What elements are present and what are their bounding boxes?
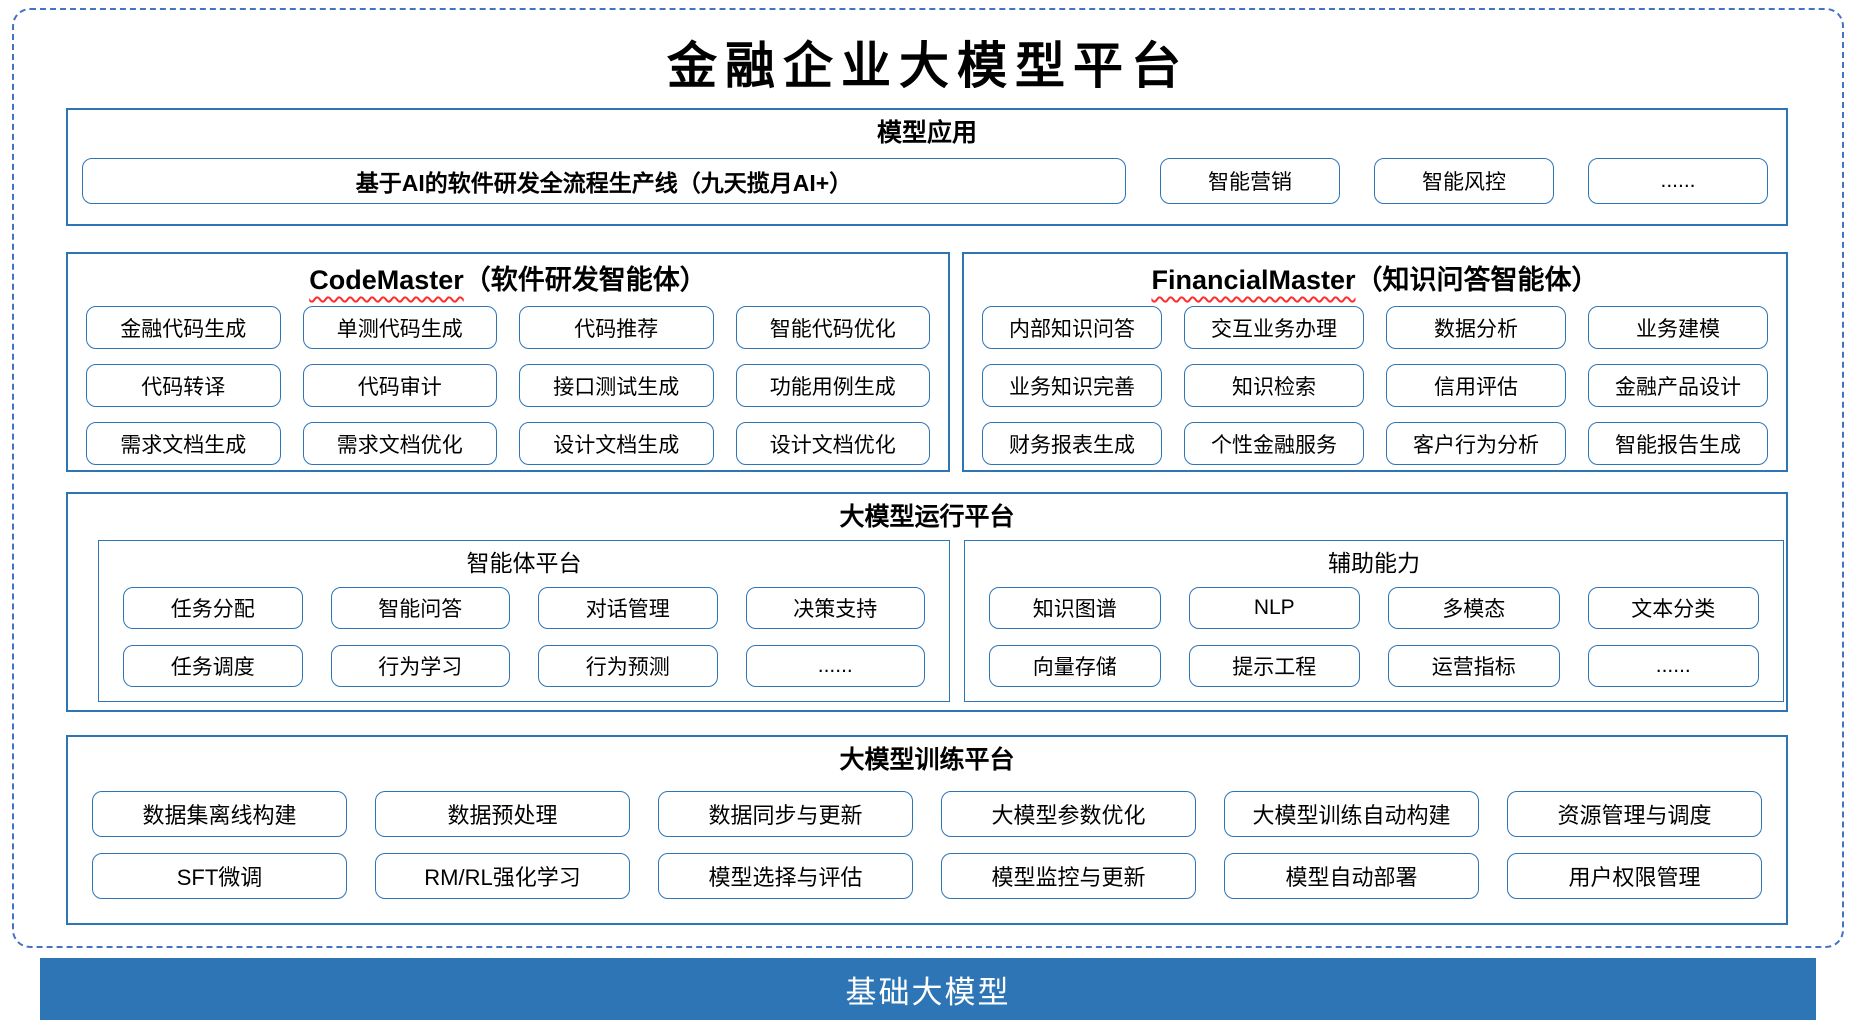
capability-box: 运营指标 [1388,645,1560,687]
model-applications-row: 基于AI的软件研发全流程生产线（九天揽月AI+） 智能营销 智能风控 .....… [68,150,1786,204]
runtime-platform-header: 大模型运行平台 [839,503,1015,531]
app-box: 智能营销 [1160,158,1340,204]
capability-box: 大模型参数优化 [941,791,1196,837]
capability-box: 财务报表生成 [982,422,1162,465]
capability-box: 大模型训练自动构建 [1224,791,1479,837]
capability-box: 业务建模 [1588,306,1768,349]
capability-box: 代码审计 [302,364,497,407]
auxiliary-capability-header: 辅助能力 [1328,550,1420,576]
capability-box: 文本分类 [1587,587,1759,629]
app-box: ...... [1588,158,1768,204]
section-runtime-platform: 大模型运行平台 智能体平台 任务分配 智能问答 对话管理 决策支持 任务调度 行… [66,492,1788,712]
section-training-platform: 大模型训练平台 数据集离线构建 数据预处理 数据同步与更新 大模型参数优化 大模… [66,735,1788,925]
capability-box: ...... [1587,645,1759,687]
capability-box: 功能用例生成 [735,364,930,407]
capability-box: 模型选择与评估 [658,853,913,899]
base-model-bar: 基础大模型 [40,958,1816,1020]
capability-box: 对话管理 [538,587,718,629]
capability-box: 模型监控与更新 [941,853,1196,899]
capability-box: 提示工程 [1188,645,1360,687]
capability-box: 金融代码生成 [86,306,281,349]
capability-box: 业务知识完善 [982,364,1162,407]
auxiliary-capability-grid: 知识图谱 NLP 多模态 文本分类 向量存储 提示工程 运营指标 ...... [965,579,1783,687]
page-title: 金融企业大模型平台 [667,36,1189,95]
capability-box: 资源管理与调度 [1507,791,1762,837]
capability-box: 代码转译 [86,364,281,407]
financialmaster-subtitle: （知识问答智能体） [1355,265,1599,295]
capability-box: 行为预测 [538,645,718,687]
section-codemaster-agent: CodeMaster（软件研发智能体） 金融代码生成 单测代码生成 代码推荐 智… [66,252,950,472]
agent-platform-header: 智能体平台 [466,550,582,576]
capability-box: 代码推荐 [519,306,714,349]
capability-box: 行为学习 [330,645,510,687]
capability-box: 数据分析 [1386,306,1566,349]
codemaster-subtitle: （软件研发智能体） [463,265,707,295]
financialmaster-name: FinancialMaster [1151,265,1356,295]
capability-box: 交互业务办理 [1184,306,1364,349]
capability-box: SFT微调 [92,853,347,899]
codemaster-grid: 金融代码生成 单测代码生成 代码推荐 智能代码优化 代码转译 代码审计 接口测试… [68,298,948,465]
capability-box: 个性金融服务 [1184,422,1364,465]
codemaster-name: CodeMaster [309,265,464,295]
agent-platform-group: 智能体平台 任务分配 智能问答 对话管理 决策支持 任务调度 行为学习 行为预测… [98,540,950,702]
capability-box: 向量存储 [989,645,1161,687]
capability-box: 信用评估 [1386,364,1566,407]
capability-box: 决策支持 [745,587,925,629]
capability-box: 接口测试生成 [519,364,714,407]
capability-box: 需求文档生成 [86,422,281,465]
capability-box: 设计文档生成 [519,422,714,465]
financialmaster-header: FinancialMaster（知识问答智能体） [964,262,1786,298]
capability-box: 需求文档优化 [302,422,497,465]
capability-box: 智能报告生成 [1588,422,1768,465]
capability-box: 知识检索 [1184,364,1364,407]
base-model-label: 基础大模型 [845,974,1011,1010]
training-platform-grid: 数据集离线构建 数据预处理 数据同步与更新 大模型参数优化 大模型训练自动构建 … [68,777,1786,899]
app-box: 智能风控 [1374,158,1554,204]
capability-box: 数据集离线构建 [92,791,347,837]
capability-box: 内部知识问答 [982,306,1162,349]
capability-box: 任务调度 [123,645,303,687]
capability-box: 用户权限管理 [1507,853,1762,899]
capability-box: RM/RL强化学习 [375,853,630,899]
capability-box: 单测代码生成 [302,306,497,349]
auxiliary-capability-group: 辅助能力 知识图谱 NLP 多模态 文本分类 向量存储 提示工程 运营指标 ..… [964,540,1784,702]
app-box-ai-pipeline: 基于AI的软件研发全流程生产线（九天揽月AI+） [82,158,1126,204]
training-platform-header: 大模型训练平台 [839,746,1015,774]
capability-box: 模型自动部署 [1224,853,1479,899]
codemaster-header: CodeMaster（软件研发智能体） [68,262,948,298]
capability-box: 任务分配 [123,587,303,629]
model-applications-header: 模型应用 [876,119,977,147]
capability-box: 客户行为分析 [1386,422,1566,465]
section-financialmaster-agent: FinancialMaster（知识问答智能体） 内部知识问答 交互业务办理 数… [962,252,1788,472]
agent-platform-grid: 任务分配 智能问答 对话管理 决策支持 任务调度 行为学习 行为预测 .....… [99,579,949,687]
capability-box: 多模态 [1388,587,1560,629]
capability-box: 设计文档优化 [735,422,930,465]
capability-box: 智能代码优化 [735,306,930,349]
platform-outer-border [12,8,1844,948]
capability-box: 数据同步与更新 [658,791,913,837]
runtime-platform-row: 智能体平台 任务分配 智能问答 对话管理 决策支持 任务调度 行为学习 行为预测… [68,534,1786,702]
capability-box: 金融产品设计 [1588,364,1768,407]
section-model-applications: 模型应用 基于AI的软件研发全流程生产线（九天揽月AI+） 智能营销 智能风控 … [66,108,1788,226]
capability-box: 数据预处理 [375,791,630,837]
financialmaster-grid: 内部知识问答 交互业务办理 数据分析 业务建模 业务知识完善 知识检索 信用评估… [964,298,1786,465]
capability-box: ...... [745,645,925,687]
capability-box: 知识图谱 [989,587,1161,629]
capability-box: NLP [1188,587,1360,629]
capability-box: 智能问答 [330,587,510,629]
